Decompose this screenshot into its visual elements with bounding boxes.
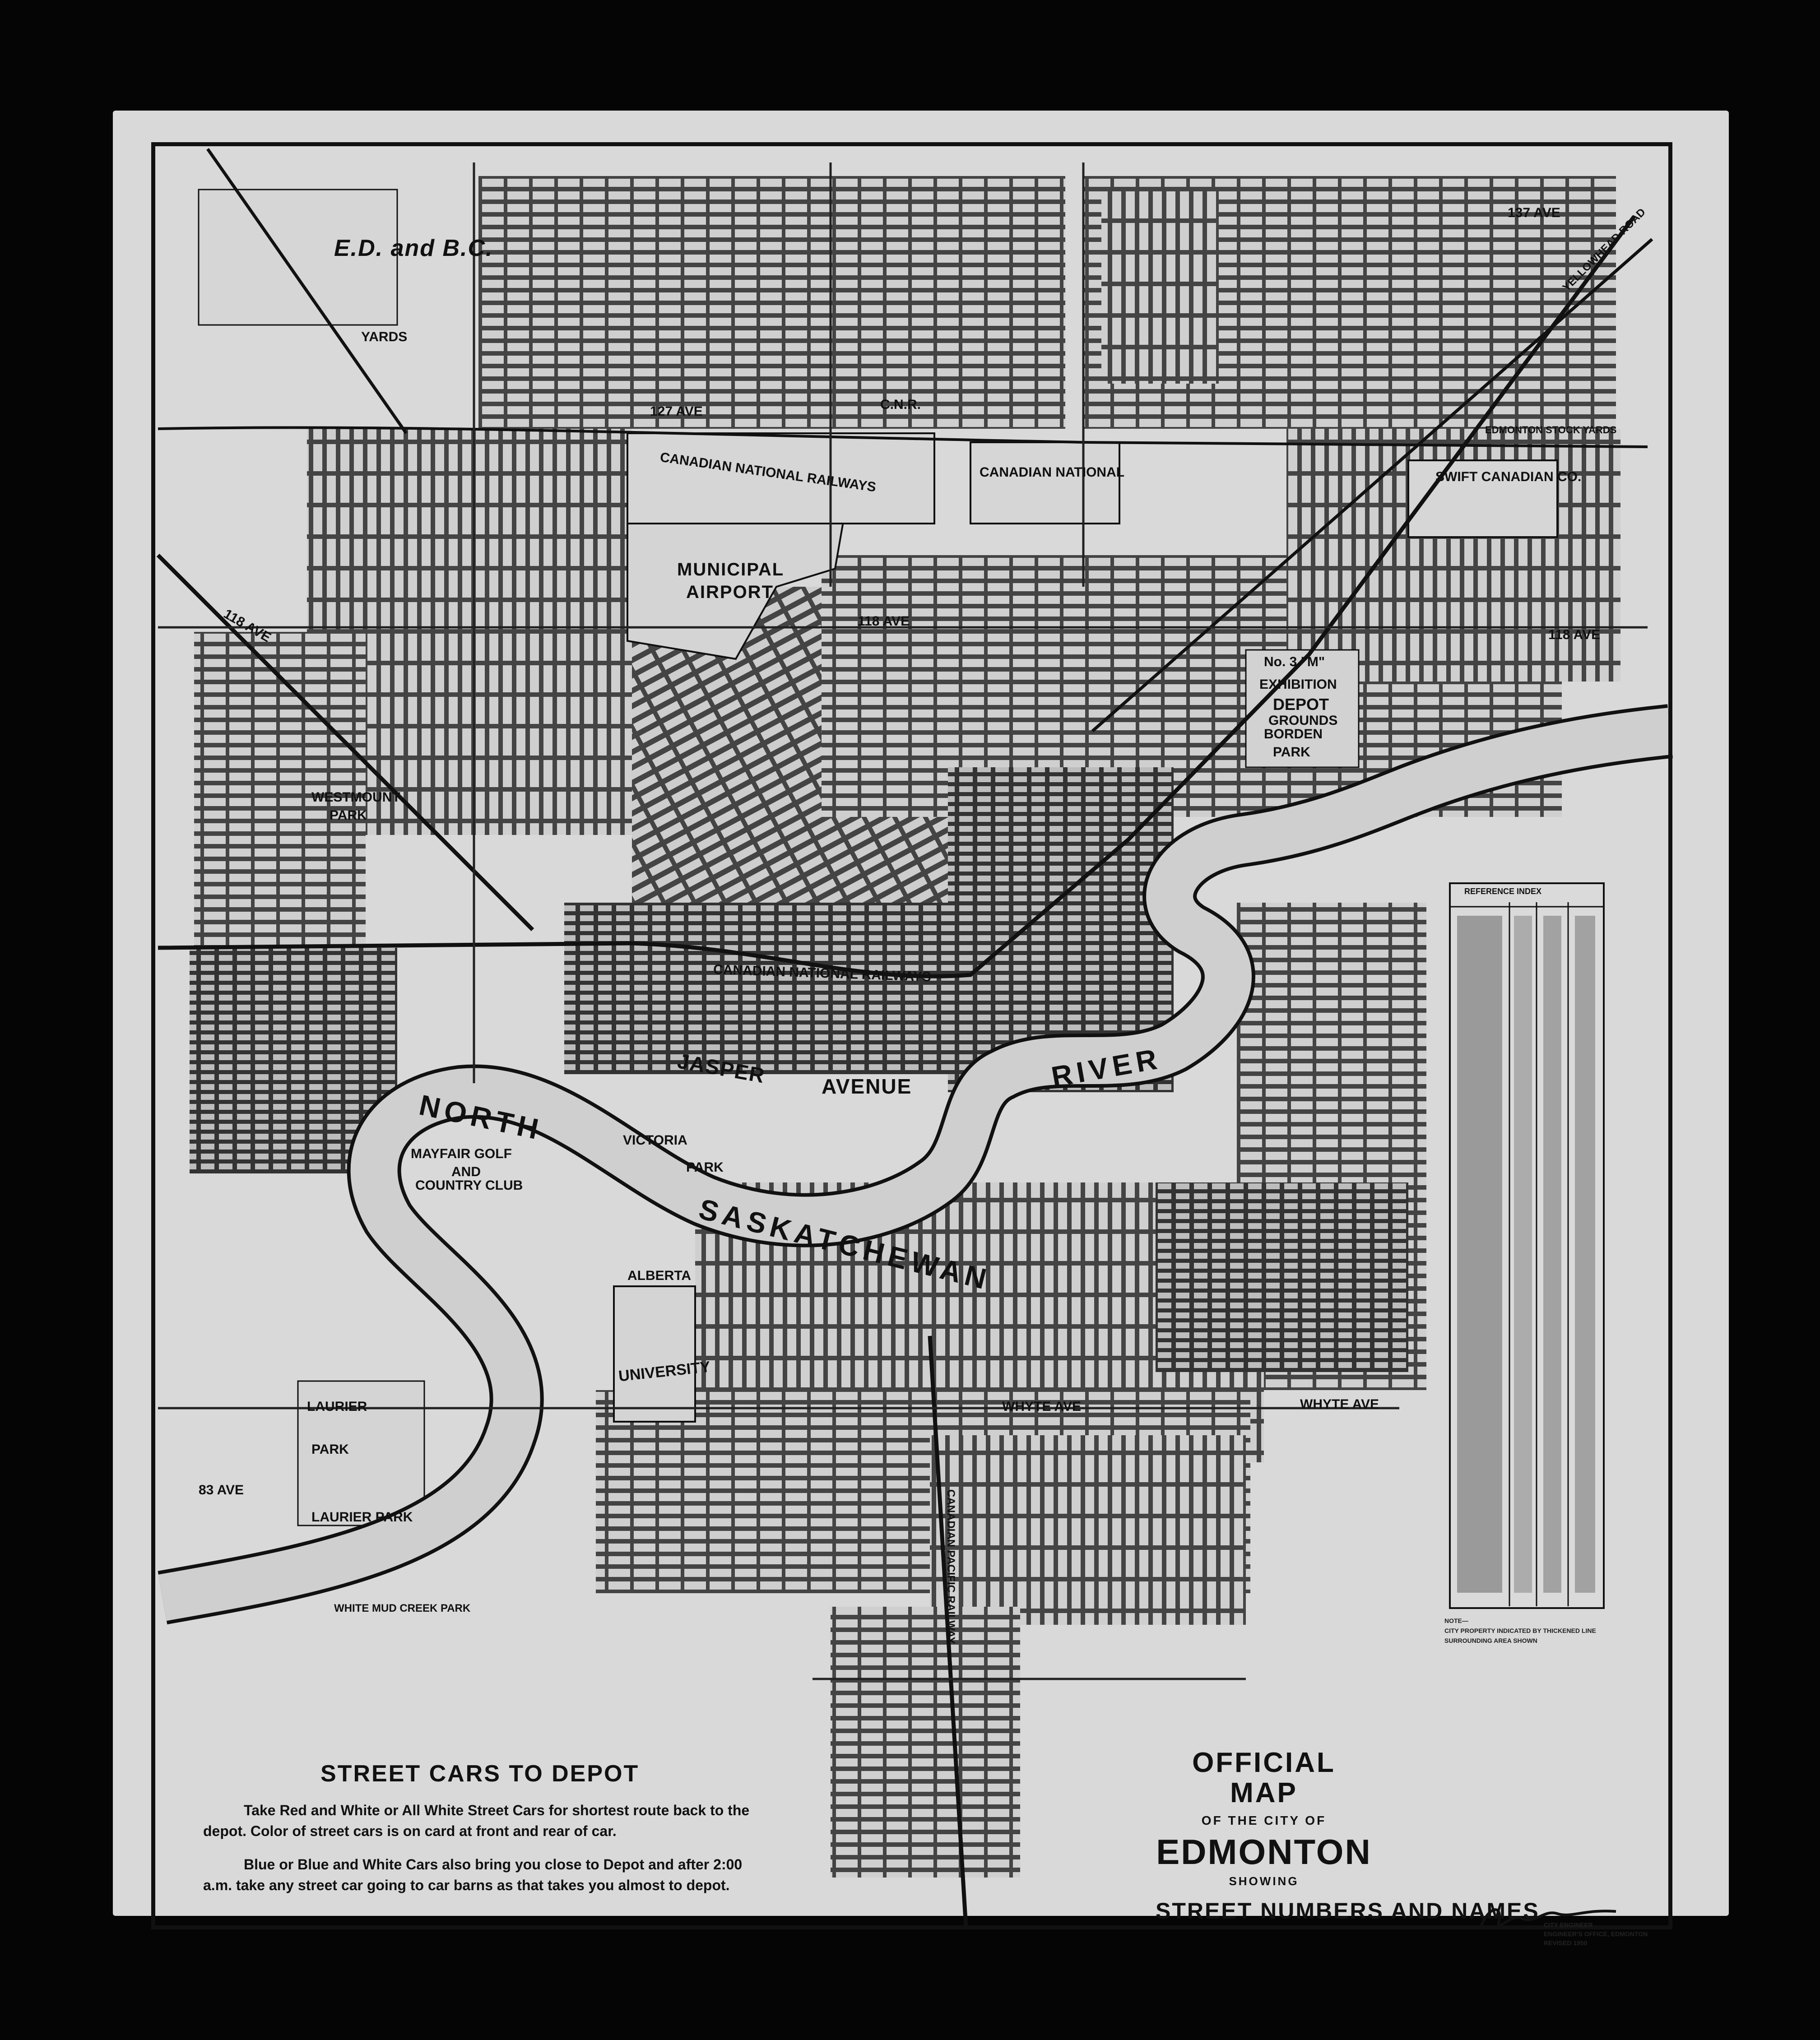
ed-bc-area bbox=[198, 189, 398, 326]
swift-plant bbox=[1407, 459, 1558, 538]
revision-date: REVISED 1950 bbox=[1544, 1939, 1588, 1947]
map-title-block: OFFICIAL MAP OF THE CITY OF EDMONTON SHO… bbox=[1128, 1747, 1399, 1888]
title-city-name: EDMONTON bbox=[1156, 1832, 1372, 1872]
cn-railways-label-east: CANADIAN NATIONAL bbox=[980, 465, 1125, 480]
ave-118-label-mid: 118 AVE bbox=[858, 614, 910, 629]
engineer-office: ENGINEER'S OFFICE, EDMONTON bbox=[1544, 1930, 1648, 1938]
laurier-area bbox=[297, 1380, 425, 1526]
reference-index-rows bbox=[1451, 902, 1603, 1606]
map-border bbox=[151, 142, 1672, 1929]
whyte-ave-label-left: WHYTE AVE bbox=[1002, 1399, 1082, 1414]
title-official: OFFICIAL bbox=[1192, 1747, 1336, 1778]
exhibition-area bbox=[1245, 649, 1360, 768]
map-note: NOTE— CITY PROPERTY INDICATED BY THICKEN… bbox=[1444, 1616, 1596, 1646]
victoria-label: VICTORIA bbox=[623, 1133, 687, 1148]
alberta-label: ALBERTA bbox=[627, 1268, 692, 1283]
west-districts bbox=[190, 429, 632, 1173]
north-districts bbox=[478, 176, 1616, 429]
westmount-label: WESTMOUNT bbox=[311, 790, 400, 805]
depot-label: DEPOT bbox=[1273, 695, 1329, 714]
main-roads bbox=[158, 162, 1648, 1680]
engineer-signature bbox=[1479, 1908, 1616, 1928]
cn-yards-north bbox=[627, 432, 935, 524]
exhibition-label: EXHIBITION bbox=[1259, 677, 1337, 692]
airport-label: AIRPORT bbox=[686, 582, 774, 602]
note-city-property: CITY PROPERTY INDICATED BY THICKENED LIN… bbox=[1444, 1627, 1596, 1634]
stockyards-label: EDMONTON STOCK YARDS bbox=[1485, 424, 1617, 436]
ave-118-label-right: 118 AVE bbox=[1548, 627, 1601, 642]
yards-label: YARDS bbox=[361, 329, 408, 344]
exhibition-no-label: No. 3 "M" bbox=[1264, 654, 1325, 669]
ed-bc-label: E.D. and B.C. bbox=[334, 235, 493, 261]
borden-park-label: PARK bbox=[1273, 745, 1310, 760]
westmount-park-label: PARK bbox=[330, 808, 367, 823]
title-subtitle: STREET NUMBERS AND NAMES bbox=[1156, 1898, 1540, 1924]
cn-yards-east bbox=[970, 441, 1120, 524]
ave-127-label: 127 AVE bbox=[650, 404, 703, 419]
south-districts bbox=[596, 1182, 1408, 1878]
street-cars-notice: STREET CARS TO DEPOT Take Red and White … bbox=[203, 1760, 758, 1896]
ave-83-label: 83 AVE bbox=[199, 1483, 244, 1498]
reference-index-table: REFERENCE INDEX bbox=[1449, 882, 1605, 1609]
whitemud-label: WHITE MUD CREEK PARK bbox=[334, 1602, 471, 1614]
title-of-the-city: OF THE CITY OF bbox=[1201, 1813, 1327, 1827]
laurier-park-label: LAURIER PARK bbox=[311, 1510, 413, 1525]
municipal-label: MUNICIPAL bbox=[677, 560, 785, 580]
railway-lines bbox=[156, 148, 1653, 1928]
engineer-title: CITY ENGINEER bbox=[1544, 1921, 1593, 1929]
mayfair-label-3: COUNTRY CLUB bbox=[415, 1178, 523, 1193]
mayfair-label-2: AND bbox=[451, 1164, 481, 1179]
notice-paragraph-1: Take Red and White or All White Street C… bbox=[203, 1802, 750, 1839]
title-showing: SHOWING bbox=[1229, 1874, 1299, 1888]
title-map: MAP bbox=[1230, 1777, 1298, 1808]
note-surrounding: SURROUNDING AREA SHOWN bbox=[1444, 1637, 1537, 1644]
laurier-label-top: LAURIER bbox=[307, 1399, 367, 1414]
engineer-credit: CITY ENGINEER ENGINEER'S OFFICE, EDMONTO… bbox=[1544, 1920, 1648, 1947]
university-area bbox=[613, 1285, 696, 1423]
mayfair-label-1: MAYFAIR GOLF bbox=[411, 1146, 512, 1161]
whyte-ave-label-right: WHYTE AVE bbox=[1300, 1397, 1379, 1412]
borden-label: BORDEN bbox=[1264, 727, 1323, 742]
victoria-park-label: PARK bbox=[686, 1160, 724, 1175]
swift-label: SWIFT CANADIAN CO. bbox=[1435, 469, 1582, 484]
ave-137-label: 137 AVE bbox=[1508, 205, 1560, 220]
avenue-label: AVENUE bbox=[822, 1075, 912, 1098]
notice-heading: STREET CARS TO DEPOT bbox=[320, 1761, 640, 1787]
laurier-park-label-top: PARK bbox=[311, 1442, 349, 1457]
reference-index-title: REFERENCE INDEX bbox=[1464, 887, 1542, 896]
grounds-label: GROUNDS bbox=[1268, 713, 1338, 728]
note-label: NOTE— bbox=[1444, 1617, 1468, 1624]
notice-paragraph-2: Blue or Blue and White Cars also bring y… bbox=[203, 1856, 743, 1893]
cp-railway-label: CANADIAN PACIFIC RAILWAY bbox=[945, 1489, 957, 1644]
cnr-label: C.N.R. bbox=[880, 397, 921, 412]
